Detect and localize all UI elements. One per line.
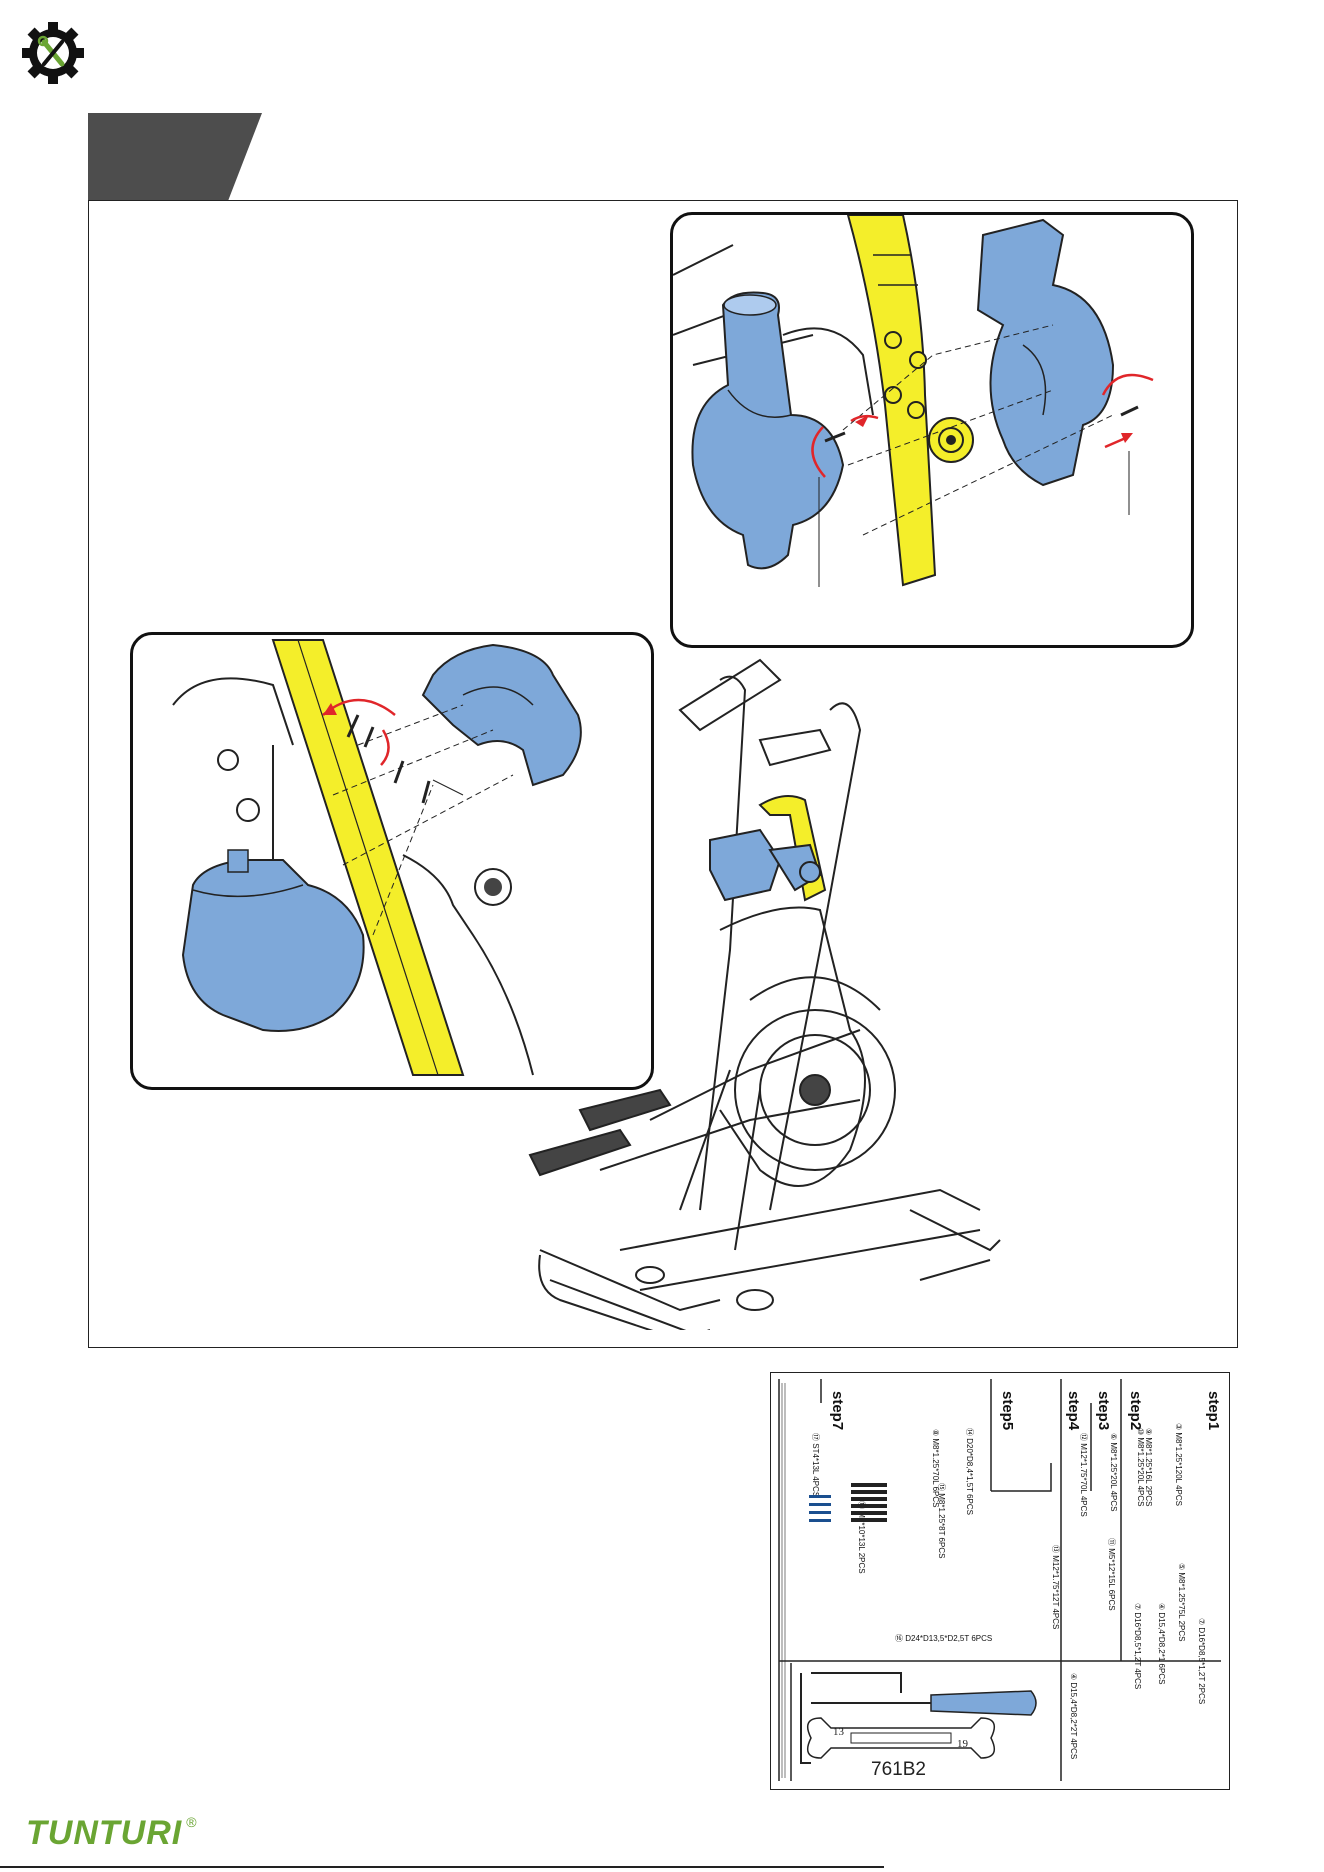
part-spec: ⑦ D16*D8,5*1,2T 2PCS bbox=[1197, 1618, 1206, 1704]
part-spec: ⑪ M5*12*15L 6PCS bbox=[1107, 1538, 1116, 1611]
part-spec: ⑧ M8*1.25*70L 6PCS bbox=[931, 1429, 940, 1507]
part-spec: ⑨ M8*1.25*16L 2PCS bbox=[1144, 1428, 1153, 1506]
assembly-frame bbox=[88, 200, 1238, 1348]
detail-panel-upper bbox=[670, 212, 1194, 648]
wrench-size-right: 19 bbox=[957, 1738, 969, 1750]
part-spec: ⑦ D16*D8,5*1,2T 4PCS bbox=[1133, 1603, 1142, 1689]
detail-panel-lower bbox=[130, 632, 654, 1090]
part-spec: ⑫ M12*1.75*70L 4PCS bbox=[1079, 1433, 1088, 1517]
step-label: step5 bbox=[999, 1391, 1016, 1430]
lower-detail-illustration bbox=[172, 639, 582, 1076]
screw-icon bbox=[809, 1495, 831, 1522]
part-spec: ⑩ M8*1.25*20L 4PCS bbox=[1136, 1428, 1145, 1506]
footer-rule bbox=[0, 1866, 884, 1868]
wrench-size-left: 13 bbox=[833, 1726, 845, 1738]
model-code: 761B2 bbox=[871, 1759, 926, 1780]
brand-logo: TUNTURI® bbox=[26, 1814, 197, 1852]
step-label: step3 bbox=[1095, 1391, 1112, 1430]
part-spec: ⑱ M5*10*13L 2PCS bbox=[857, 1501, 866, 1574]
part-spec: ⑥ M8*1.25*20L 4PCS bbox=[1109, 1433, 1118, 1511]
wrench-icon: 13 19 bbox=[806, 1717, 996, 1759]
step-tab bbox=[88, 113, 262, 201]
upper-detail-illustration bbox=[673, 215, 1154, 587]
elliptical-machine-illustration bbox=[528, 658, 1001, 1330]
step-label: step1 bbox=[1205, 1391, 1222, 1430]
hardware-parts-sheet: step1 step2 step3 step4 step5 step7 ③ M8… bbox=[770, 1372, 1230, 1790]
step-label: step4 bbox=[1065, 1391, 1082, 1431]
part-spec: ④ D15,4*D8,2*2T 4PCS bbox=[1069, 1673, 1078, 1759]
screwdriver-icon bbox=[811, 1690, 1037, 1716]
part-spec: ③ M8*1.25*120L 4PCS bbox=[1174, 1423, 1183, 1506]
part-spec: ⑭ D20*D8,4*1,5T 6PCS bbox=[965, 1428, 974, 1515]
brand-name: TUNTURI bbox=[26, 1814, 183, 1852]
part-spec: ④ D15,4*D8,2*1 6PCS bbox=[1157, 1603, 1166, 1684]
gear-wrench-screwdriver-icon bbox=[22, 22, 84, 84]
part-spec: ⑰ ST4*13L 4PCS bbox=[811, 1433, 820, 1497]
allen-key-icon bbox=[800, 1673, 811, 1764]
part-spec: ⑮ M8*1.25*8T 6PCS bbox=[937, 1483, 946, 1558]
registered-mark: ® bbox=[186, 1814, 197, 1830]
part-spec: ⑬ M12*1.75*12T 4PCS bbox=[1051, 1545, 1060, 1629]
part-spec: ⑯ D24*D13,5*D2,5T 6PCS bbox=[895, 1634, 992, 1643]
allen-key-icon bbox=[811, 1672, 902, 1693]
bolt-icon bbox=[851, 1483, 887, 1522]
step-label: step7 bbox=[829, 1391, 846, 1430]
step-label: step2 bbox=[1127, 1391, 1144, 1430]
part-spec: ⑤ M8*1.25*75L 2PCS bbox=[1177, 1563, 1186, 1641]
